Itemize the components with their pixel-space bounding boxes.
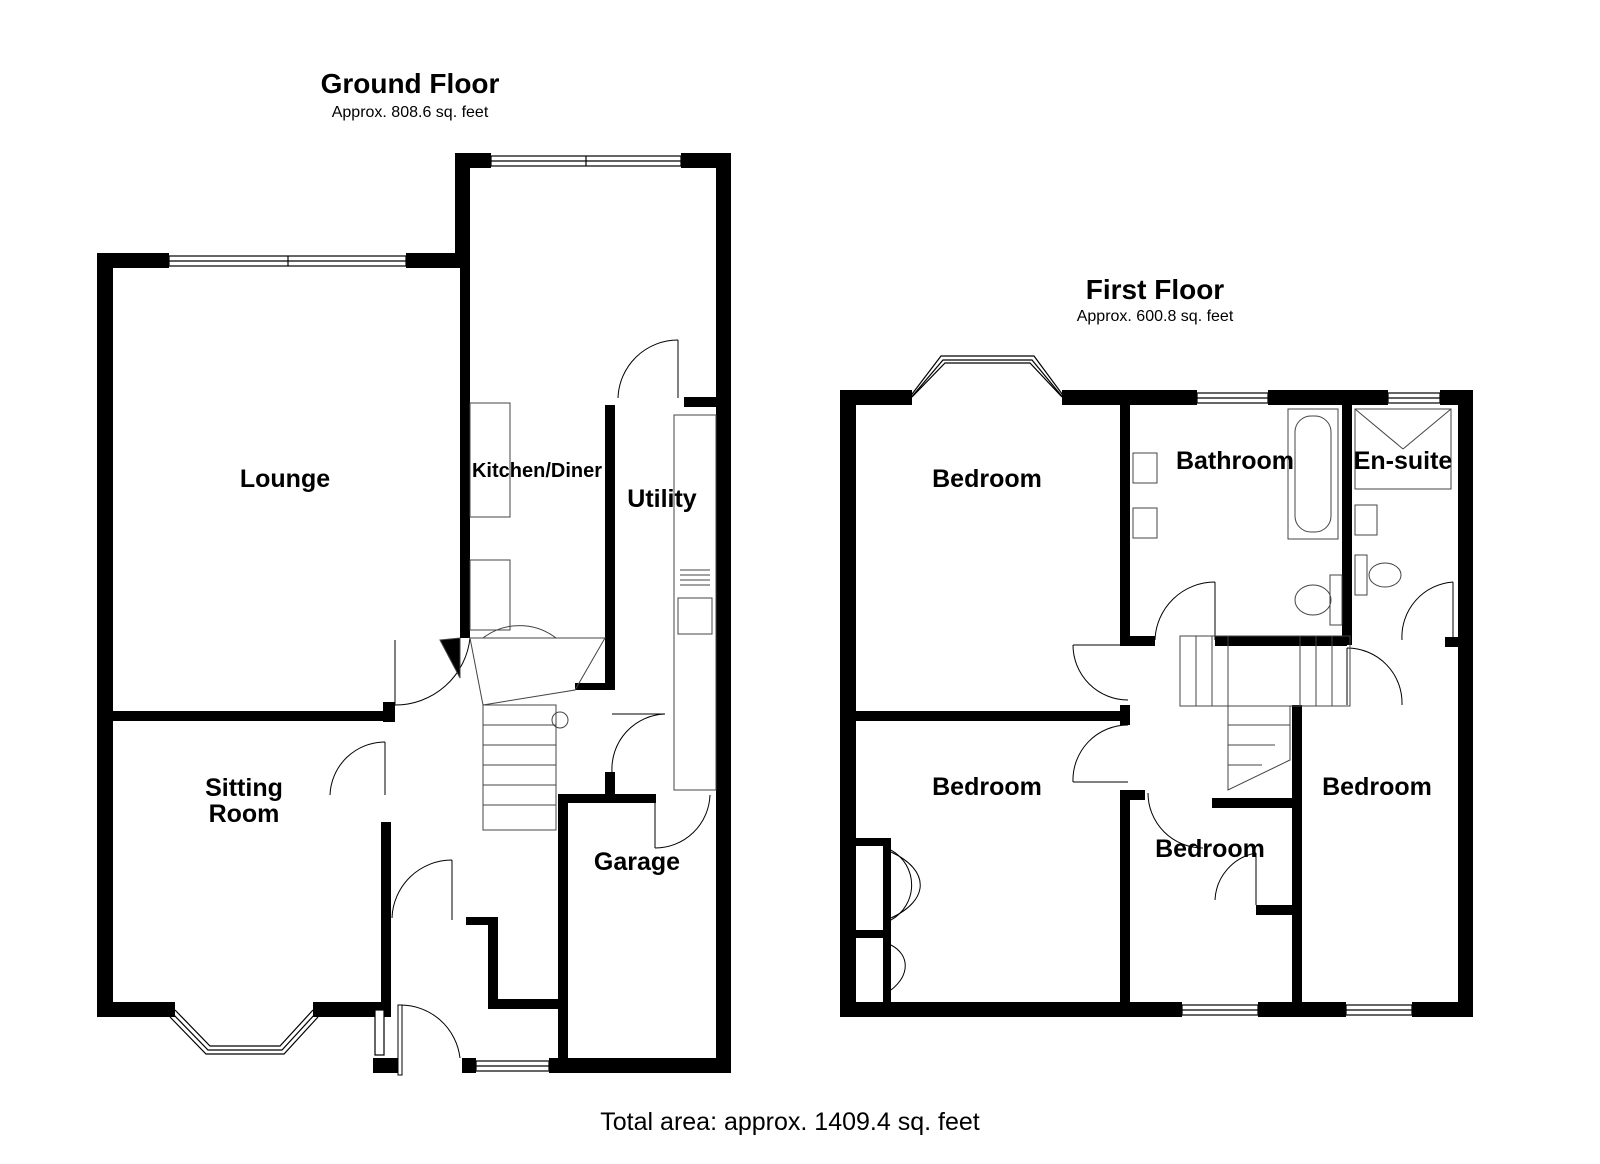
ground-floor-plan: Lounge Kitchen/Diner Utility Sitting Roo… [97, 153, 731, 1076]
first-floor-walls [840, 390, 1473, 1017]
sitting-bay-window [169, 1009, 319, 1055]
room-label-ensuite: En-suite [1354, 447, 1453, 475]
room-label-sitting-1: Sitting [205, 774, 283, 802]
room-label-bedroom-rear-left: Bedroom [932, 773, 1042, 801]
kitchen-fixtures [469, 402, 717, 791]
first-floor-doors [890, 581, 1454, 991]
room-label-bathroom: Bathroom [1176, 447, 1294, 475]
ground-floor-walls [97, 153, 731, 1073]
room-label-bedroom-front-left: Bedroom [932, 465, 1042, 493]
first-floor-title: First Floor [1085, 274, 1225, 305]
bathroom-fixtures [1132, 408, 1452, 626]
first-floor-windows [1181, 392, 1441, 1016]
room-label-sitting-2: Room [209, 800, 280, 828]
bedroom-bay-window [905, 355, 1069, 403]
total-area: Total area: approx. 1409.4 sq. feet [600, 1108, 980, 1136]
first-floor-plan: Bedroom Bathroom En-suite Bedroom Bedroo… [840, 355, 1473, 1017]
first-floor-area: Approx. 600.8 sq. feet [1076, 308, 1234, 325]
room-label-bedroom-small: Bedroom [1155, 835, 1265, 863]
ground-floor-stairs [439, 625, 606, 831]
ground-floor-title: Ground Floor [320, 68, 500, 99]
ground-floor-windows [168, 155, 682, 1072]
room-label-kitchen: Kitchen/Diner [472, 460, 602, 482]
room-label-garage: Garage [594, 848, 680, 876]
room-label-utility: Utility [627, 485, 697, 513]
first-floor-stairs [1179, 635, 1351, 791]
ground-floor-area: Approx. 808.6 sq. feet [331, 104, 489, 121]
room-label-lounge: Lounge [240, 465, 330, 493]
room-label-bedroom-right: Bedroom [1322, 773, 1432, 801]
ground-floor-doors [329, 339, 711, 1076]
